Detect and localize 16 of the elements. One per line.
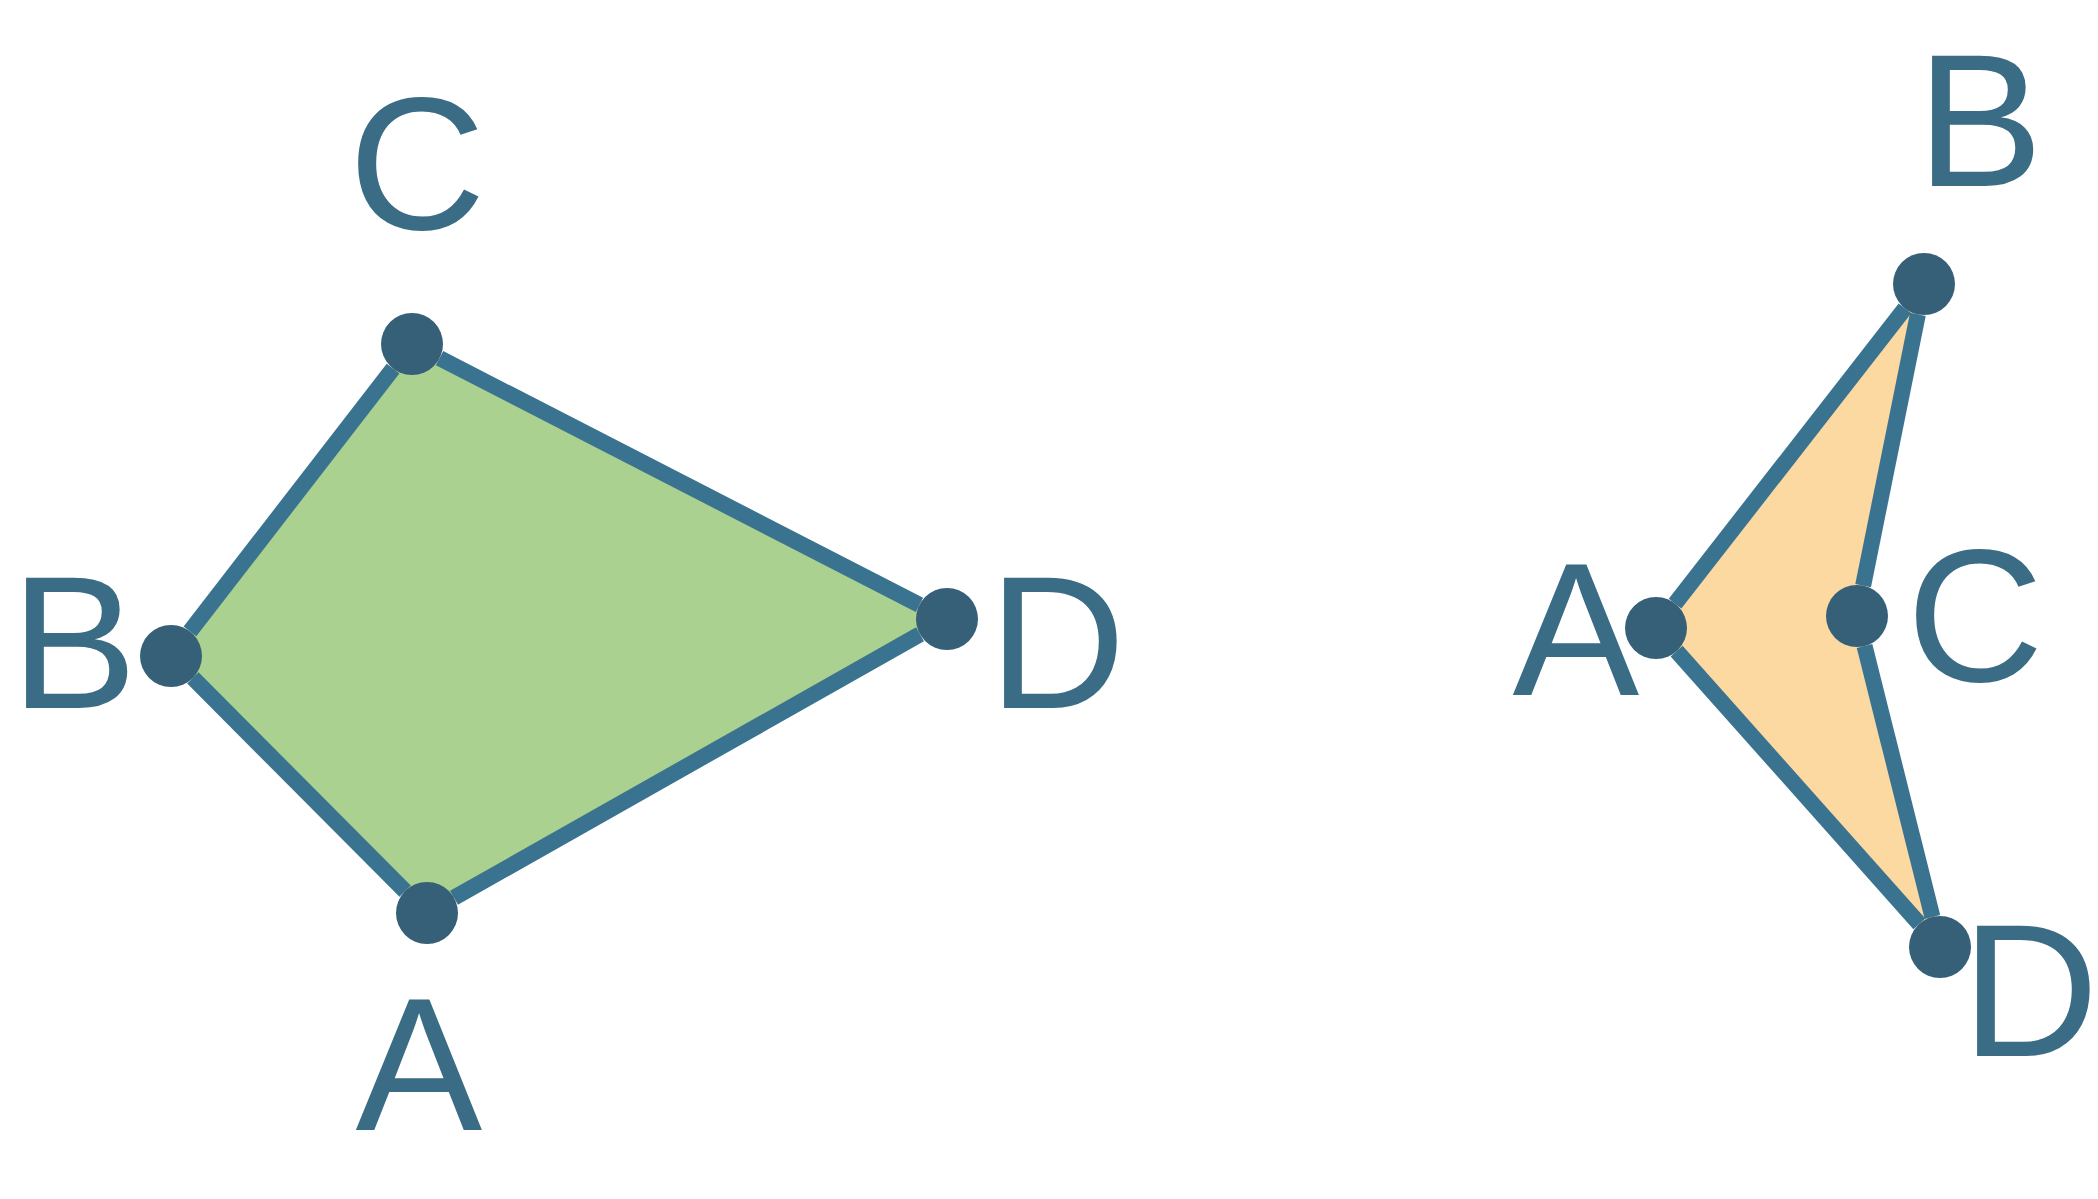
vertex-label: D bbox=[988, 547, 1126, 737]
side-line bbox=[1668, 303, 1912, 609]
vertex-label: A bbox=[355, 969, 483, 1159]
side-line bbox=[183, 363, 400, 637]
vertex-label: C bbox=[348, 68, 486, 258]
side-line bbox=[435, 351, 924, 612]
vertex-label: A bbox=[1512, 534, 1640, 724]
side-line bbox=[187, 672, 411, 897]
vertex-label: D bbox=[1961, 895, 2098, 1085]
vertex-label: B bbox=[10, 547, 138, 737]
side-line bbox=[450, 627, 924, 905]
vertex-label: C bbox=[1906, 520, 2044, 710]
side-line bbox=[1670, 645, 1926, 930]
side-line bbox=[1856, 644, 1941, 919]
vertex-label: B bbox=[1916, 25, 2044, 215]
side-line bbox=[1855, 312, 1926, 588]
